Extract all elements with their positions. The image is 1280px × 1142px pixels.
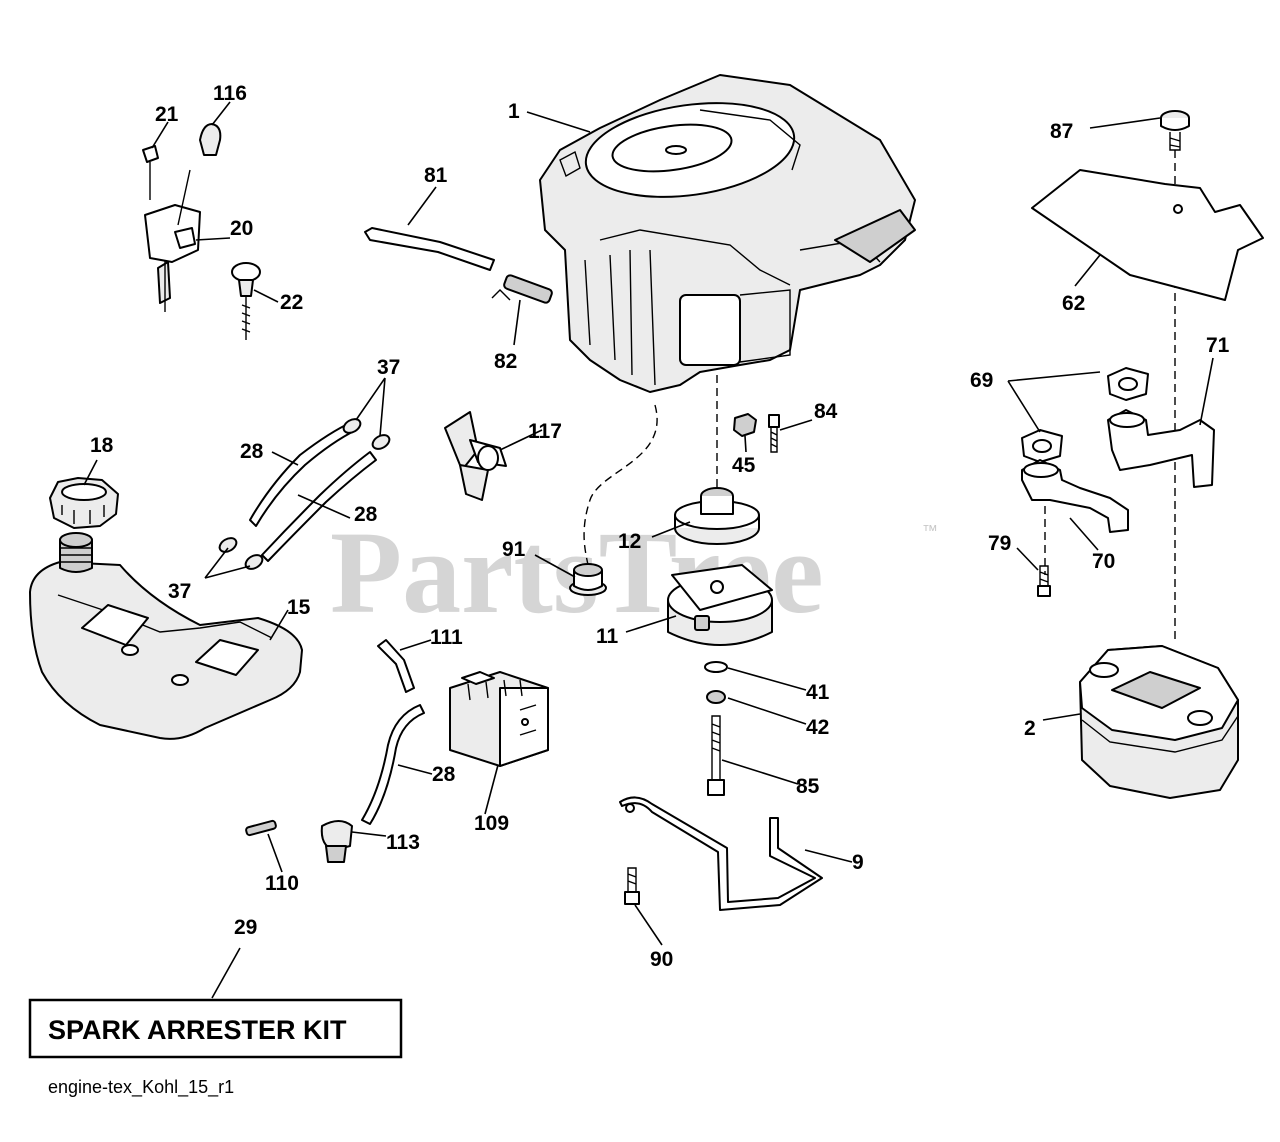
heat-shield-62 xyxy=(1031,169,1264,301)
callout-41: 41 xyxy=(806,681,830,704)
callout-109: 109 xyxy=(474,812,509,835)
washer-42 xyxy=(706,690,726,704)
callout-20: 20 xyxy=(230,217,253,240)
fuel-tank-15 xyxy=(29,532,303,740)
nut-45 xyxy=(733,413,757,437)
callout-85: 85 xyxy=(796,775,820,798)
callout-11: 11 xyxy=(596,625,619,648)
callout-91: 91 xyxy=(502,538,526,561)
bracket-9 xyxy=(619,796,823,911)
callout-62: 62 xyxy=(1062,292,1085,315)
knob-116 xyxy=(199,123,222,156)
hose-111 xyxy=(377,639,415,693)
callout-42: 42 xyxy=(806,716,829,739)
callout-117: 117 xyxy=(528,420,562,443)
leader-lines xyxy=(83,101,1214,999)
callout-113: 113 xyxy=(386,831,420,854)
callout-28-top: 28 xyxy=(240,440,264,463)
callout-29: 29 xyxy=(234,916,257,939)
callout-69: 69 xyxy=(970,369,993,392)
callout-labels: 1 87 62 69 71 79 70 2 116 21 20 22 81 82… xyxy=(90,82,1230,971)
fuel-hose-81 xyxy=(364,227,495,271)
muffler-2 xyxy=(1079,645,1239,799)
callout-70: 70 xyxy=(1092,550,1115,573)
fuel-hose-28-lower xyxy=(361,704,425,825)
choke-knob-22 xyxy=(231,262,261,340)
washer-41 xyxy=(704,661,728,673)
throttle-control-20 xyxy=(144,169,201,312)
drawing-reference: engine-tex_Kohl_15_r1 xyxy=(48,1077,234,1098)
engine-assembly xyxy=(539,74,916,393)
spark-arrester-kit-box: SPARK ARRESTER KIT xyxy=(28,998,403,1059)
callout-28-mid: 28 xyxy=(354,503,378,526)
bolt-79 xyxy=(1037,565,1051,597)
gaskets-69 xyxy=(1021,367,1149,463)
callout-1: 1 xyxy=(508,100,520,123)
fuel-hose-28-right xyxy=(261,451,377,562)
cap-87 xyxy=(1160,110,1190,151)
callout-21: 21 xyxy=(155,103,179,126)
callout-81: 81 xyxy=(424,164,448,187)
callout-28-bottom: 28 xyxy=(432,763,456,786)
pulley-12 xyxy=(674,487,760,545)
valve-113 xyxy=(320,820,353,863)
callout-2: 2 xyxy=(1024,717,1036,740)
callout-90: 90 xyxy=(650,948,673,971)
callout-37-bottom: 37 xyxy=(168,580,191,603)
exhaust-pipe-70 xyxy=(1021,459,1129,533)
callout-22: 22 xyxy=(280,291,303,314)
fuel-filter-82 xyxy=(491,274,553,304)
fitting-110 xyxy=(245,819,277,837)
callout-15: 15 xyxy=(287,596,311,619)
watermark-trademark: ™ xyxy=(922,523,938,540)
bracket-117 xyxy=(444,411,507,501)
callout-12: 12 xyxy=(618,530,641,553)
callout-111: 111 xyxy=(430,626,463,649)
bolt-84 xyxy=(768,414,780,453)
callout-9: 9 xyxy=(852,851,864,874)
screw-21 xyxy=(142,145,159,200)
bolt-90 xyxy=(624,867,640,905)
exhaust-pipe-71 xyxy=(1107,409,1215,488)
callout-82: 82 xyxy=(494,350,517,373)
callout-37-top: 37 xyxy=(377,356,400,379)
callout-45: 45 xyxy=(732,454,756,477)
electric-clutch-11 xyxy=(667,564,773,646)
callout-110: 110 xyxy=(265,872,299,895)
relay-109 xyxy=(449,671,549,767)
callout-71: 71 xyxy=(1206,334,1230,357)
callout-87: 87 xyxy=(1050,120,1073,143)
spacer-91 xyxy=(569,563,607,596)
callout-116: 116 xyxy=(213,82,247,105)
callout-79: 79 xyxy=(988,532,1011,555)
spark-arrester-kit-label: SPARK ARRESTER KIT xyxy=(48,1015,347,1045)
callout-84: 84 xyxy=(814,400,838,423)
bolt-85 xyxy=(707,715,725,796)
fuel-cap-18 xyxy=(49,477,119,529)
callout-18: 18 xyxy=(90,434,114,457)
